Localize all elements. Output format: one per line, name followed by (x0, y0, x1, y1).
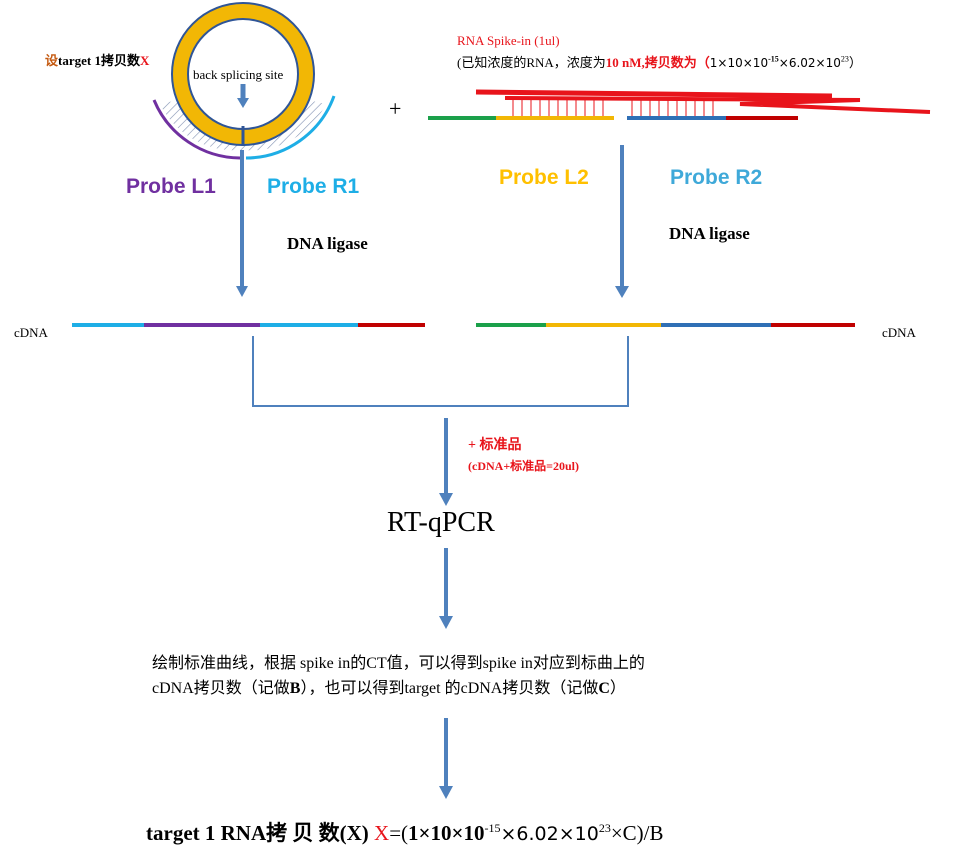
target-note: 设target 1拷贝数X (45, 50, 149, 69)
probe-r1-label: Probe R1 (267, 175, 360, 198)
junction-arrow-head (237, 98, 249, 108)
probe-r1-arc (245, 95, 336, 160)
probe-l2-label: Probe L2 (499, 166, 589, 189)
formula-part1: 1×10×10 (408, 821, 485, 845)
formula-part3: ×C)/B (610, 821, 664, 845)
final-formula: target 1 RNA拷 贝 数(X) X=(1×10×10-15×6.02×… (146, 817, 664, 847)
ligase-left-label: DNA ligase (287, 234, 368, 253)
spike-rna-top (475, 89, 833, 99)
arrow-right-head (615, 286, 629, 298)
spike-desc-conc: 10 nM,拷贝数为（ (605, 55, 710, 70)
formula-exp1: -15 (484, 821, 501, 835)
curve-text-line2: cDNA拷贝数（记做B），也可以得到target 的cDNA拷贝数（记做C） (152, 674, 626, 698)
curve-line2-b: B (289, 680, 301, 697)
curve-line2-a: cDNA拷贝数（记做 (152, 680, 290, 697)
arrow-to-formula-head (439, 786, 453, 799)
probe-l1-arc (152, 99, 241, 160)
standard-line2: (cDNA+标准品=20ul) (468, 459, 580, 473)
ligase-right-label: DNA ligase (669, 224, 750, 243)
spike-desc-prefix: (已知浓度的RNA，浓度为 (457, 55, 606, 70)
curve-line2-d: C (598, 680, 610, 697)
formula-exp2: 23 (598, 821, 611, 835)
standard-line1: + 标准品 (468, 438, 522, 453)
curve-line2-e: ） (609, 680, 626, 697)
formula-eq: =( (389, 821, 409, 845)
spike-rna-strand (504, 96, 931, 114)
cdna-left-label: cDNA (14, 325, 48, 340)
target-note-var: X (139, 53, 150, 68)
curve-text-line1: 绘制标准曲线，根据 spike in的CT值，可以得到spike in对应到标曲… (152, 655, 645, 672)
combine-bracket (252, 336, 629, 407)
formula-lead: target 1 RNA拷 贝 数(X) (146, 821, 369, 845)
plus-sign: + (389, 96, 402, 121)
arrow-left-head (236, 286, 248, 297)
target-note-main: target 1拷贝数 (58, 53, 140, 68)
arrow-to-curve-head (439, 616, 453, 629)
spike-desc-formula-a: 1×10×10 (709, 56, 769, 70)
formula-var: X (374, 821, 390, 845)
spike-desc-exp1: -15 (768, 54, 779, 64)
spike-in-desc: (已知浓度的RNA，浓度为10 nM,拷贝数为（1×10×10-15×6.02×… (457, 52, 862, 71)
formula-part2: ×6.02×10 (500, 823, 599, 845)
spike-desc-suffix: ） (848, 55, 862, 70)
probe-l1-label: Probe L1 (126, 175, 216, 198)
arrow-to-rtqpcr-head (439, 493, 453, 506)
target-note-prefix: 设 (45, 53, 59, 68)
spike-hybrid-ticks (512, 98, 714, 116)
spike-in-title: RNA Spike-in (1ul) (457, 33, 560, 48)
probe-r2-label: Probe R2 (670, 166, 763, 189)
spike-desc-exp2: 23 (840, 54, 849, 64)
cdna-right-label: cDNA (882, 325, 916, 340)
rtqpcr-label: RT-qPCR (387, 507, 495, 538)
circle-label: back splicing site (193, 67, 284, 82)
curve-line2-c: ），也可以得到target 的cDNA拷贝数（记做 (300, 680, 599, 697)
spike-desc-formula-b: ×6.02×10 (778, 56, 841, 70)
